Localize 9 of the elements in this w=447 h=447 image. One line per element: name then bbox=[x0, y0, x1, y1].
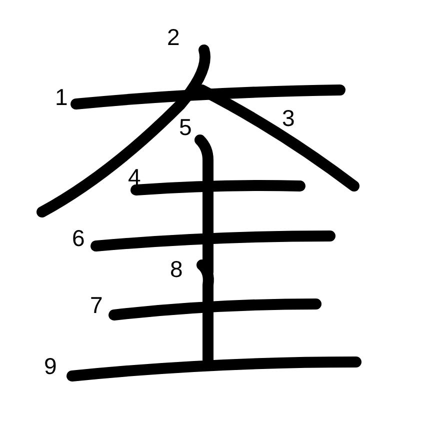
stroke-number: 8 bbox=[170, 258, 183, 281]
stroke-number: 1 bbox=[55, 86, 68, 109]
stroke-number: 6 bbox=[72, 227, 85, 250]
stroke-number: 5 bbox=[179, 116, 192, 139]
stroke-number: 9 bbox=[44, 355, 57, 378]
stroke-number: 7 bbox=[90, 294, 103, 317]
stroke-number: 3 bbox=[282, 107, 295, 130]
stroke-number: 4 bbox=[128, 166, 141, 189]
stroke-number: 2 bbox=[167, 26, 180, 49]
